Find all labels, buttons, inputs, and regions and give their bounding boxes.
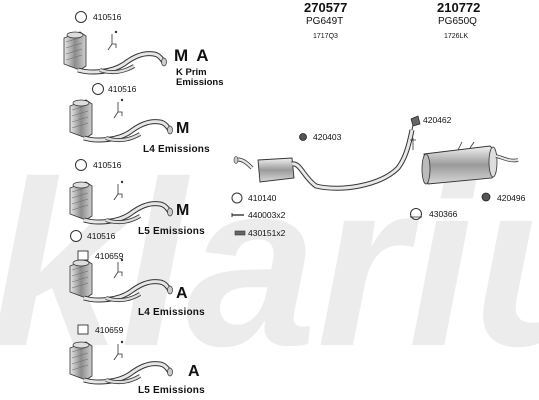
emissions-label: Emissions <box>176 77 224 88</box>
emissions-label: K Prim <box>176 67 207 78</box>
clamp-icon <box>410 115 421 127</box>
spring-icon <box>234 230 246 236</box>
gasket-icon <box>77 250 89 261</box>
header-model-1: PG649T <box>306 16 344 27</box>
header-number-2: 210772 <box>437 0 481 15</box>
emissions-badge: M <box>176 202 190 219</box>
emissions-label: L5 Emissions <box>138 226 205 237</box>
part-number: 430151x2 <box>248 228 286 238</box>
part-number: 420496 <box>497 193 526 203</box>
header-ref-2: 1726LK <box>444 33 469 40</box>
part-number: 410659 <box>95 251 124 261</box>
bolt-icon <box>231 213 244 217</box>
part-number: 440003x2 <box>248 210 286 220</box>
emissions-badge: M <box>176 120 190 137</box>
header-ref-1: 1717Q3 <box>313 33 338 40</box>
emissions-badge: A <box>176 285 188 302</box>
part-number: 420403 <box>313 132 342 142</box>
header-number-1: 270577 <box>304 0 348 15</box>
part-number: 420462 <box>423 115 452 125</box>
part-number: 410516 <box>93 160 122 170</box>
emissions-badge: M A <box>174 46 211 65</box>
part-number: 410516 <box>93 12 122 22</box>
ring-icon <box>75 11 87 23</box>
gasket-ring-icon <box>231 192 243 204</box>
ring-icon <box>92 83 104 95</box>
rear-silencer-assembly <box>421 141 519 185</box>
hanger-icon <box>299 133 307 141</box>
mount-icon <box>481 192 491 202</box>
part-number: 410516 <box>87 231 116 241</box>
ring-icon <box>70 230 82 242</box>
seal-ring-icon <box>410 208 422 220</box>
part-number: 430366 <box>429 209 458 219</box>
emissions-label: L4 Emissions <box>143 144 210 155</box>
emissions-badge: A <box>188 363 200 380</box>
emissions-label: L4 Emissions <box>138 307 205 318</box>
header-model-2: PG650Q <box>438 16 477 27</box>
part-number: 410659 <box>95 325 124 335</box>
part-number: 410516 <box>108 84 137 94</box>
part-number: 410140 <box>248 193 277 203</box>
gasket-icon <box>77 324 89 335</box>
cat-assembly-1 <box>64 31 167 72</box>
ring-icon <box>75 159 87 171</box>
emissions-label: L5 Emissions <box>138 385 205 396</box>
middle-silencer-assembly <box>233 119 416 191</box>
